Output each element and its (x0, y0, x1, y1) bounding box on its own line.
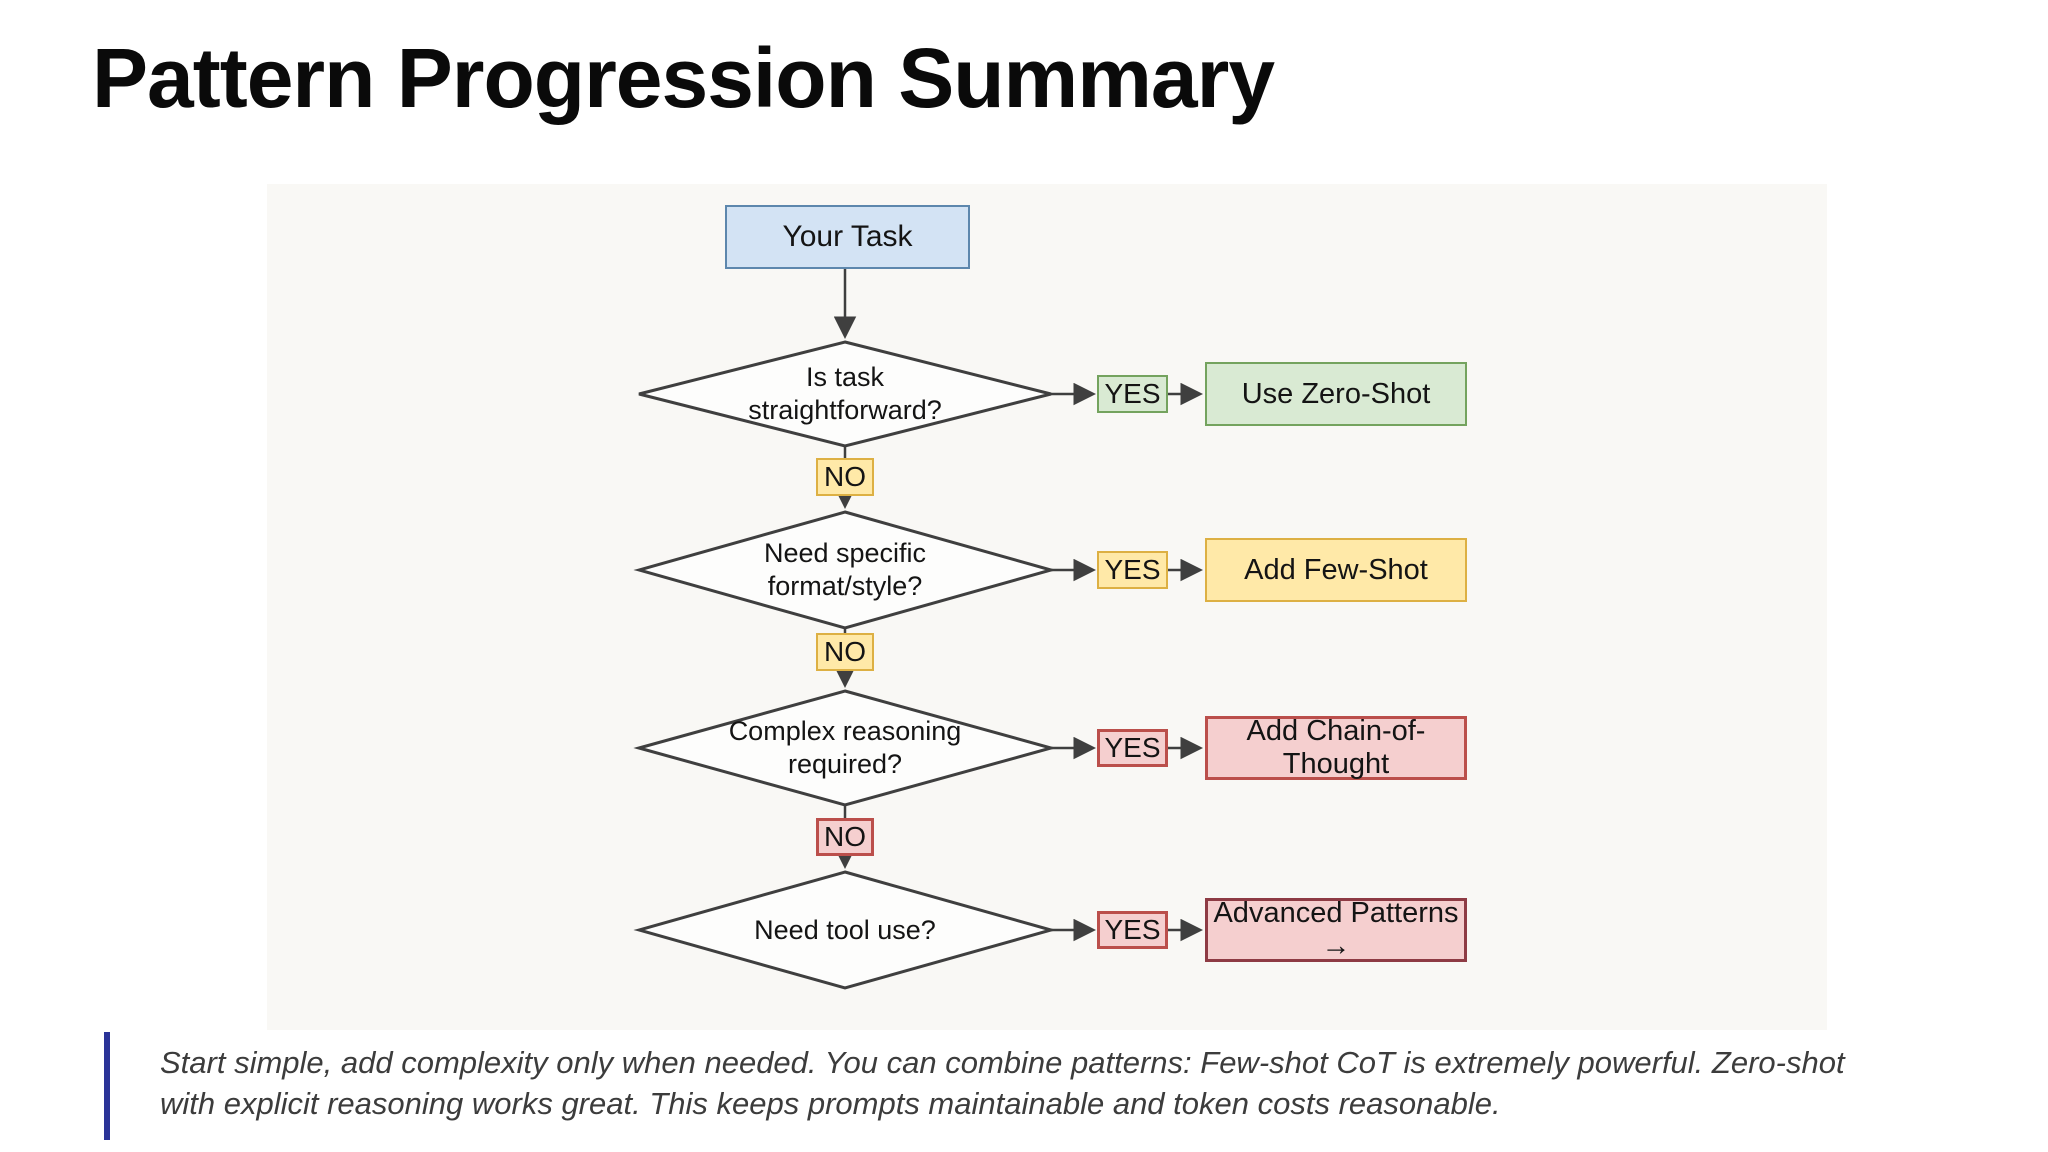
no-badge-2: NO (816, 633, 874, 671)
node-add-few-shot: Add Few-Shot (1205, 538, 1467, 602)
yes-badge-4: YES (1097, 911, 1168, 949)
no-badge-1: NO (816, 458, 874, 496)
decision-label-4: Need tool use? (754, 915, 936, 945)
node-add-chain-of-thought: Add Chain-of-Thought (1205, 715, 1467, 780)
decision-diamond-4 (633, 870, 1057, 990)
node-advanced-patterns: Advanced Patterns → (1205, 897, 1467, 962)
decision-label-2: Need specific format/style? (763, 538, 927, 601)
yes-badge-3: YES (1097, 729, 1168, 767)
page-title: Pattern Progression Summary (92, 31, 1275, 125)
decision-label-1: Is task straightforward? (748, 362, 942, 425)
flowchart-connectors (633, 269, 1203, 990)
node-your-task: Your Task (725, 205, 970, 269)
accent-bar (104, 1032, 110, 1140)
flowchart-canvas: Your Task Is task straightforward? Need … (267, 184, 1827, 1030)
no-badge-3: NO (816, 818, 874, 856)
yes-badge-1: YES (1097, 375, 1168, 413)
decision-label-3: Complex reasoning required? (728, 716, 962, 779)
node-use-zero-shot: Use Zero-Shot (1205, 362, 1467, 426)
yes-badge-2: YES (1097, 551, 1168, 589)
node-your-task-label: Your Task (782, 220, 913, 253)
footer-note: Start simple, add complexity only when n… (160, 1045, 1845, 1121)
